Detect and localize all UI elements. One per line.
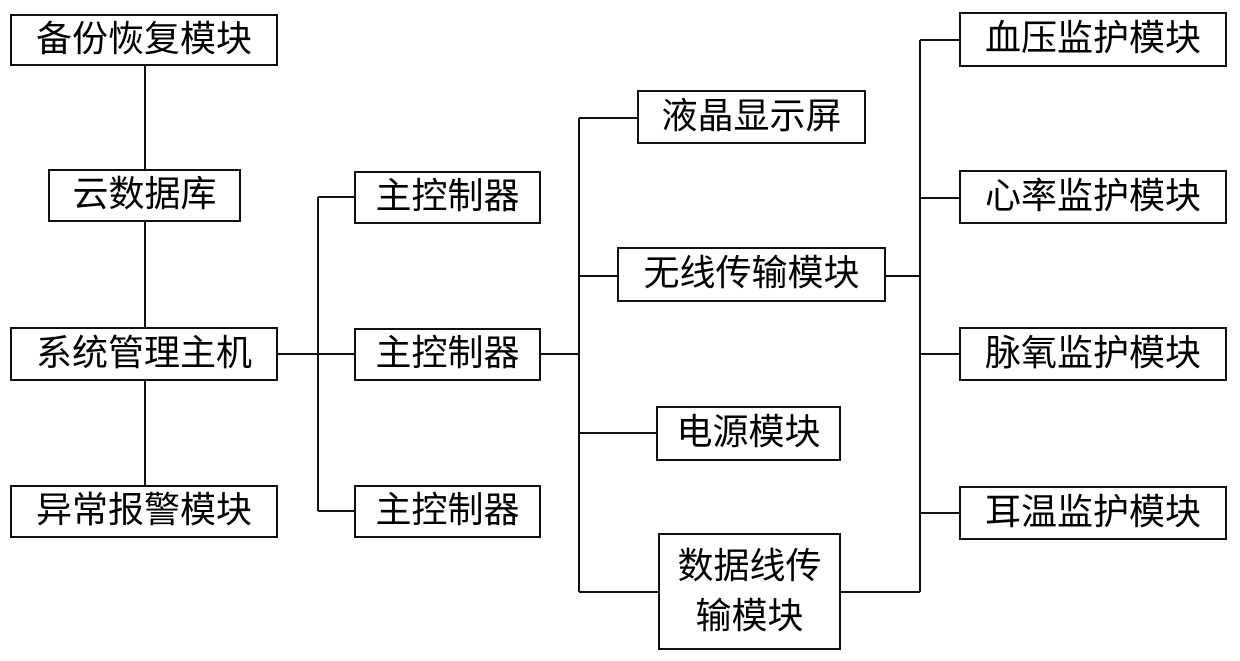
abnormal-alarm-module: 异常报警模块 (10, 485, 278, 538)
main-controller-1: 主控制器 (354, 171, 541, 224)
pulse-oximetry-monitor-module: 脉氧监护模块 (959, 327, 1227, 381)
backup-restore-module: 备份恢复模块 (10, 14, 278, 66)
power-module: 电源模块 (656, 406, 841, 461)
heart-rate-monitor-module: 心率监护模块 (959, 170, 1227, 224)
main-controller-3: 主控制器 (354, 485, 541, 538)
main-controller-2: 主控制器 (354, 328, 541, 381)
data-line-transmission-module: 数据线传输模块 (658, 533, 841, 650)
blood-pressure-monitor-module: 血压监护模块 (959, 12, 1227, 67)
system-management-host: 系统管理主机 (10, 327, 278, 381)
lcd-display: 液晶显示屏 (637, 90, 866, 144)
wireless-transmission-module: 无线传输模块 (617, 247, 886, 302)
ear-temperature-monitor-module: 耳温监护模块 (959, 486, 1227, 540)
cloud-database: 云数据库 (48, 169, 241, 222)
